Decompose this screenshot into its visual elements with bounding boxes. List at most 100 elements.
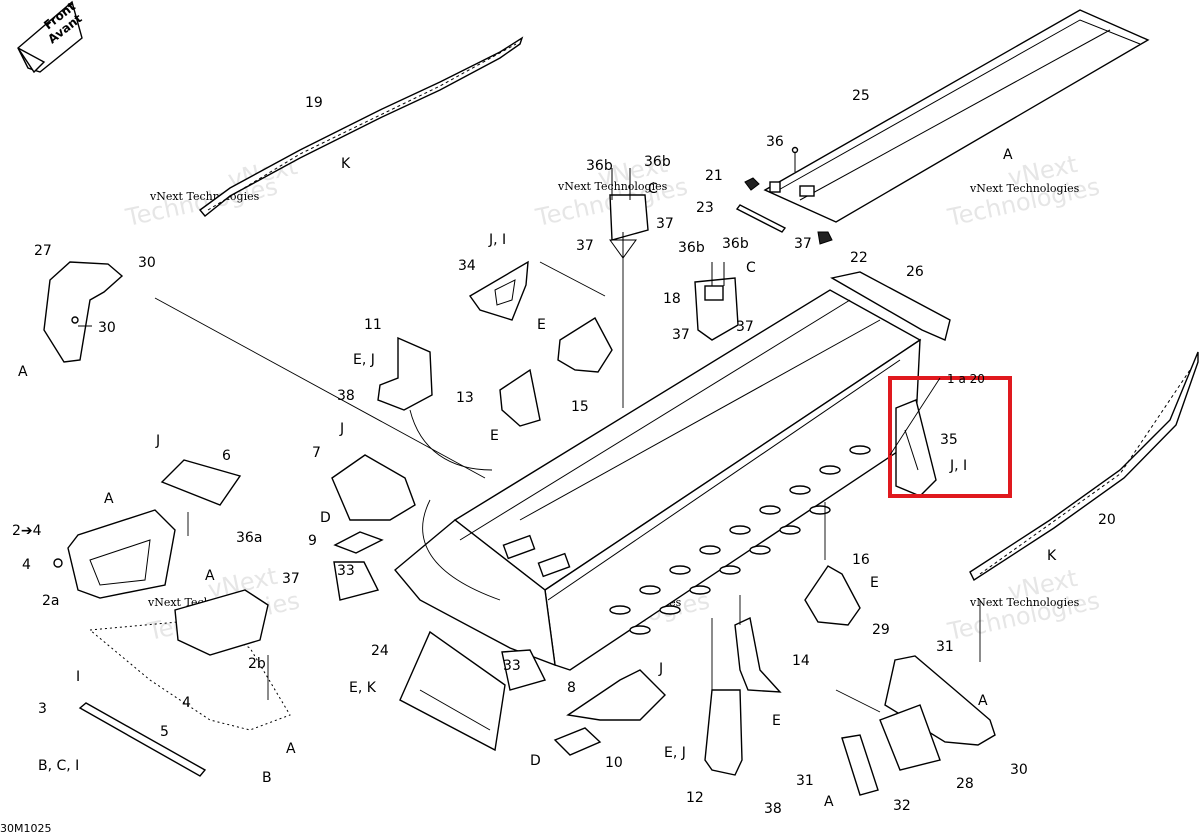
callout-37-f: 37 [282, 571, 300, 587]
callout-22: 22 [850, 250, 868, 266]
callout-30-b: 30 [98, 320, 116, 336]
main-tunnel [394, 289, 922, 671]
part-15-footrest [557, 317, 613, 373]
callout-e-2: E [490, 428, 499, 444]
part-13-footrest [499, 368, 541, 427]
bracket-top-centre [609, 168, 649, 259]
callout-5: 5 [160, 724, 169, 740]
callout-b: B [262, 770, 272, 786]
callout-ji-2: J, I [949, 458, 967, 474]
callout-9: 9 [308, 533, 317, 549]
part-22-clip [817, 231, 833, 245]
part-8-footrest [566, 669, 666, 721]
callout-11: 11 [364, 317, 382, 333]
callout-j: J [155, 433, 160, 449]
callout-31: 31 [936, 639, 954, 655]
callout-2b: 2b [248, 656, 266, 672]
callout-10: 10 [605, 755, 623, 771]
callout-33-b: 33 [503, 658, 521, 674]
callout-21: 21 [705, 168, 723, 184]
callout-ek: E, K [349, 680, 377, 696]
callout-ji: J, I [488, 232, 506, 248]
part-33-plate [333, 561, 380, 601]
callout-2a: 2a [42, 593, 60, 609]
callout-d: D [320, 510, 331, 526]
callout-25: 25 [852, 88, 870, 104]
callout-d-2: D [530, 753, 541, 769]
leader-lines [154, 258, 981, 713]
callout-labels: 19 K 25 A 36 21 23 37 22 36b 36b C 37 37… [12, 88, 1116, 817]
part-7-front-plate [331, 454, 416, 521]
callout-a-4: A [205, 568, 215, 584]
part-26-rear-bracket [830, 271, 951, 341]
part-23-strip [735, 204, 787, 233]
callout-12: 12 [686, 790, 704, 806]
callout-4: 4 [22, 557, 31, 573]
part-35-bracket [895, 399, 937, 497]
callout-b-c-i: B, C, I [38, 758, 79, 774]
part-33-plate-b [501, 649, 547, 691]
callout-29: 29 [872, 622, 890, 638]
part-9-footrest-small [333, 531, 384, 554]
callout-a-2: A [18, 364, 28, 380]
part-14-footrest [734, 616, 782, 693]
part-10-footrest-small [553, 727, 602, 756]
callout-1-a-20: 1 a 20 [947, 372, 985, 386]
callout-7: 7 [312, 445, 321, 461]
callout-a: A [1003, 147, 1013, 163]
callout-e: E [537, 317, 546, 333]
callout-j-3: J [658, 661, 663, 677]
callout-a-3: A [104, 491, 114, 507]
callout-k-2: K [1047, 548, 1057, 564]
callout-27: 27 [34, 243, 52, 259]
callout-c-2: C [746, 260, 756, 276]
callout-6: 6 [222, 448, 231, 464]
callout-19: 19 [305, 95, 323, 111]
part-11-side-plate [377, 336, 433, 411]
part-12-side-plate [704, 689, 743, 776]
callout-18: 18 [663, 291, 681, 307]
part-36-bolt [791, 146, 799, 172]
callout-30: 30 [138, 255, 156, 271]
callout-e-3: E [870, 575, 879, 591]
callout-30-c: 30 [1010, 762, 1028, 778]
callout-36b-4: 36b [722, 236, 749, 252]
callout-13: 13 [456, 390, 474, 406]
callout-33: 33 [337, 563, 355, 579]
callout-36a: 36a [236, 530, 262, 546]
callout-26: 26 [906, 264, 924, 280]
part-20-rail-strip [969, 351, 1199, 582]
part-3-bar [78, 702, 207, 777]
callout-2-arrow-4: 2➔4 [12, 523, 42, 539]
callout-24: 24 [371, 643, 389, 659]
callout-ej-2: E, J [664, 745, 686, 761]
part-18-bracket [694, 262, 739, 341]
part-32-plate [841, 734, 879, 796]
callout-37-c: 37 [576, 238, 594, 254]
diagram-code: 30M1025 [0, 822, 51, 835]
callout-36: 36 [766, 134, 784, 150]
callout-37-b: 37 [656, 216, 674, 232]
part-34-bracket [468, 260, 529, 321]
highlight-box-part-35 [888, 376, 1012, 498]
callout-36b-3: 36b [678, 240, 705, 256]
callout-38: 38 [337, 388, 355, 404]
callout-14: 14 [792, 653, 810, 669]
watermark-1: vNext Technologies [149, 190, 260, 203]
callout-i: I [76, 669, 80, 685]
callout-38-b: 38 [764, 801, 782, 817]
callout-35: 35 [940, 432, 958, 448]
callout-ej: E, J [353, 352, 375, 368]
callout-20: 20 [1098, 512, 1116, 528]
tunnel-slots [609, 445, 871, 635]
callout-31-b: 31 [796, 773, 814, 789]
callout-16: 16 [852, 552, 870, 568]
part-24-heat-exchanger [399, 630, 506, 752]
callout-37-d: 37 [672, 327, 690, 343]
part-2-front-bumper [53, 509, 176, 599]
callout-15: 15 [571, 399, 589, 415]
callout-e-4: E [772, 713, 781, 729]
part-21-grommet [744, 177, 760, 191]
watermark-3: vNext Technologies [969, 182, 1080, 195]
